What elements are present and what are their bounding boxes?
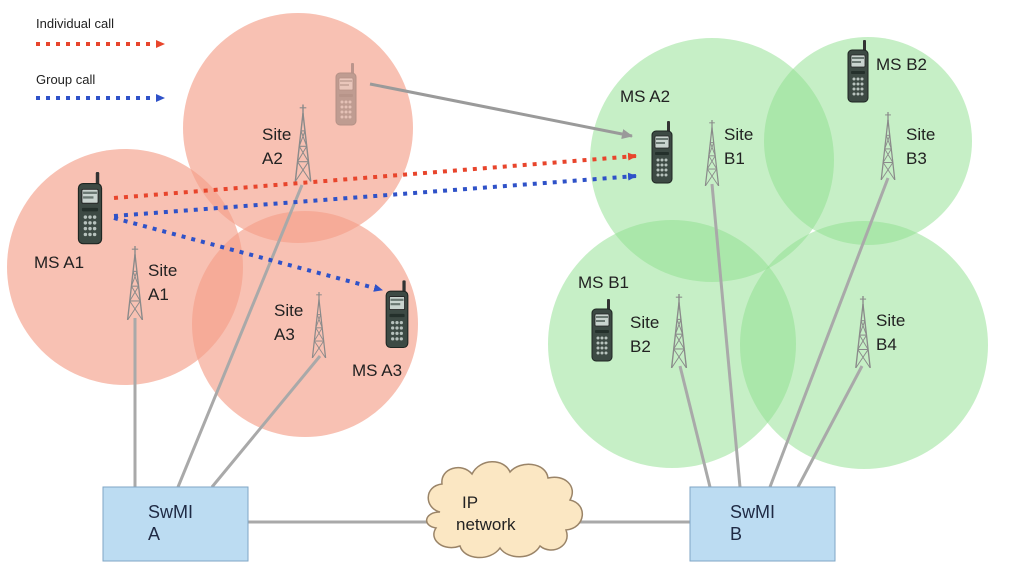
individual-call-arrow xyxy=(113,152,637,200)
coverage-site-a3 xyxy=(192,211,418,437)
ms-a3-label: MS A3 xyxy=(352,361,402,380)
coverage-area-b xyxy=(548,37,988,469)
group-call-arrow-a3 xyxy=(113,216,383,292)
ms-b2-label: MS B2 xyxy=(876,55,927,74)
coverage-site-b3 xyxy=(764,37,972,245)
coverage-site-a1 xyxy=(7,149,243,385)
mobile-labels: MS A1 MS A2 MS A3 MS B1 MS B2 xyxy=(34,55,927,380)
legend: Individual call Group call xyxy=(36,16,165,102)
ms-a1-label: MS A1 xyxy=(34,253,84,272)
link-b2-swmi-b xyxy=(678,365,712,488)
roaming-arrow xyxy=(369,82,633,139)
link-b3-swmi-b xyxy=(768,177,890,488)
legend-individual-call-label: Individual call xyxy=(36,16,114,31)
link-b1-swmi-b xyxy=(710,183,742,488)
link-a2-swmi-a xyxy=(176,184,304,488)
swmi-b-rect xyxy=(689,486,836,562)
swmi-a-rect xyxy=(102,486,249,562)
link-a3-swmi-a xyxy=(210,355,322,488)
ms-a2-label: MS A2 xyxy=(620,87,670,106)
link-b4-swmi-b xyxy=(796,365,864,488)
backbone-links xyxy=(133,177,890,524)
cloud-shape xyxy=(426,461,583,559)
group-call-arrow-a2 xyxy=(113,172,637,218)
call-arrows xyxy=(113,152,637,292)
coverage-site-a2 xyxy=(183,13,413,243)
legend-group-call-label: Group call xyxy=(36,72,95,87)
coverage-area-a xyxy=(7,13,418,437)
coverage-site-b4 xyxy=(740,221,988,469)
ms-b1-label: MS B1 xyxy=(578,273,629,292)
